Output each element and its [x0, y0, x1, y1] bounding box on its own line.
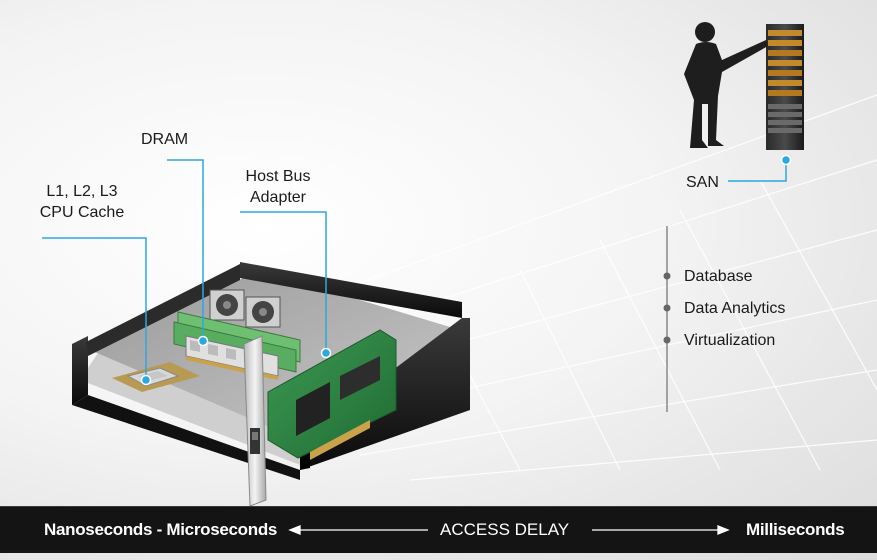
cooling-fans	[209, 289, 281, 328]
hba-label: Host Bus Adapter	[226, 166, 330, 208]
san-storage-rack	[766, 24, 804, 150]
cpu-cache-label-line2: CPU Cache	[39, 204, 125, 221]
dram-label: DRAM	[141, 131, 189, 148]
workload-separator	[663, 226, 671, 412]
right-arrow-head	[717, 525, 730, 535]
access-delay-label: ACCESS DELAY	[440, 520, 570, 539]
hba-label-line1: Host Bus	[245, 168, 311, 185]
workload-item-database: Database	[684, 268, 753, 285]
left-arrow-head	[288, 525, 301, 535]
cpu-cache-label: L1, L2, L3 CPU Cache	[26, 181, 138, 223]
hba-card	[267, 329, 397, 460]
latency-high-label: Milliseconds	[746, 520, 845, 539]
pci-bracket	[243, 335, 267, 507]
access-delay-arrows	[288, 525, 730, 535]
san-label: SAN	[686, 174, 719, 191]
callout-dots	[140, 154, 792, 386]
access-delay-bar: Nanoseconds - Microseconds ACCESS DELAY …	[0, 506, 877, 553]
cpu-chip	[112, 362, 200, 392]
cpu-cache-label-line1: L1, L2, L3	[46, 183, 118, 200]
person-silhouette	[684, 22, 768, 148]
hba-label-line2: Adapter	[249, 189, 307, 206]
workload-item-virtualization: Virtualization	[684, 332, 776, 349]
workload-item-data-analytics: Data Analytics	[684, 300, 786, 317]
callout-lines	[42, 159, 787, 378]
latency-low-label: Nanoseconds - Microseconds	[44, 520, 278, 539]
